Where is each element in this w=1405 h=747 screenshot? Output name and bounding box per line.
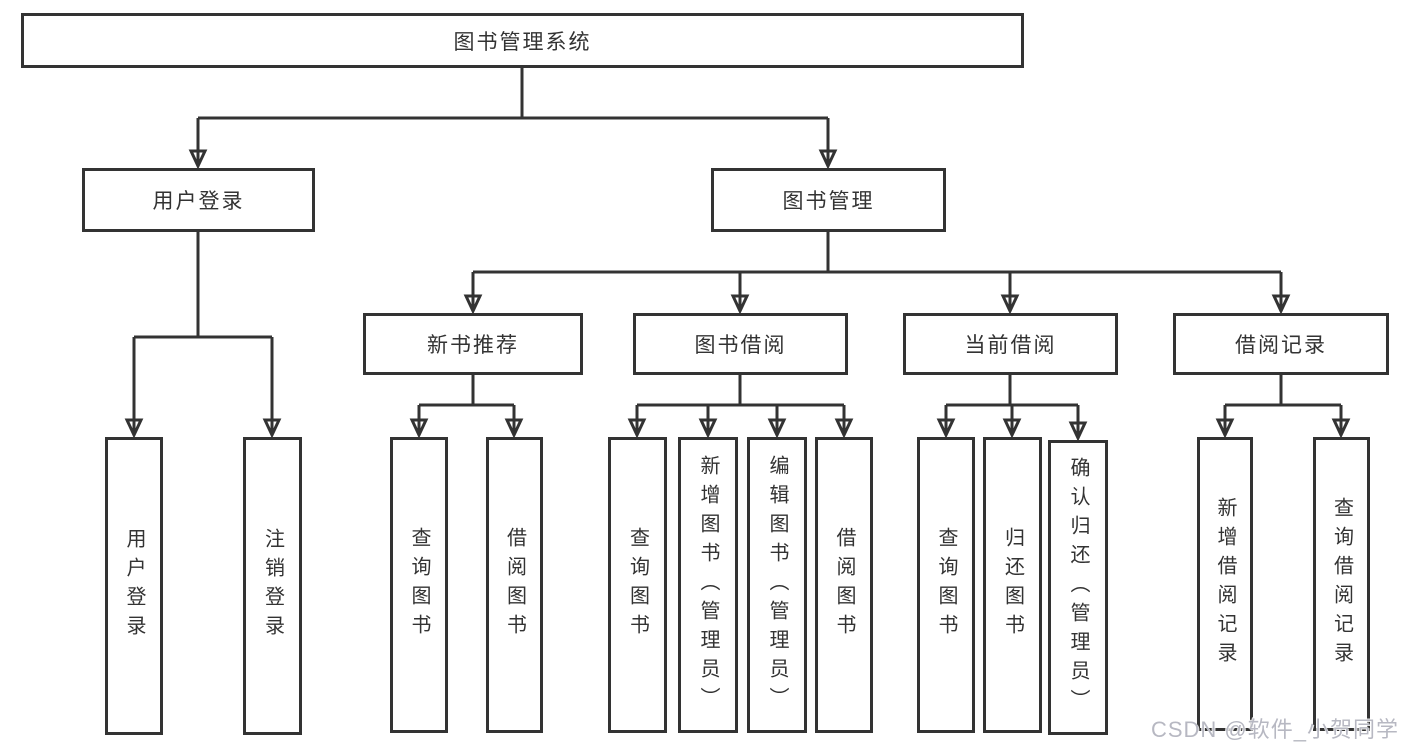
node-current-borrowing: 当前借阅 (903, 313, 1118, 375)
node-label: 用户登录 (152, 190, 245, 213)
leaf-add-books-admin: 新增图书（管理员） (678, 437, 738, 733)
node-label: 借阅图书 (503, 527, 526, 643)
leaf-edit-books-admin: 编辑图书（管理员） (747, 437, 807, 733)
leaf-query-books-recommend: 查询图书 (390, 437, 448, 733)
node-label: 编辑图书（管理员） (766, 454, 788, 716)
node-label: 图书管理系统 (453, 30, 592, 54)
leaf-borrow-books-borrowing: 借阅图书 (815, 437, 873, 733)
node-root: 图书管理系统 (21, 13, 1024, 68)
leaf-query-books-current: 查询图书 (917, 437, 975, 733)
leaf-add-borrow-record: 新增借阅记录 (1197, 437, 1253, 731)
leaf-query-borrow-record: 查询借阅记录 (1313, 437, 1370, 731)
node-label: 查询借阅记录 (1330, 497, 1353, 671)
node-label: 新增图书（管理员） (697, 454, 719, 716)
node-new-book-recommend: 新书推荐 (363, 313, 583, 375)
node-label: 查询图书 (626, 527, 649, 643)
node-book-borrowing: 图书借阅 (633, 313, 848, 375)
node-label: 新增借阅记录 (1214, 497, 1236, 671)
node-label: 确认归还（管理员） (1067, 457, 1089, 718)
leaf-user-login: 用户登录 (105, 437, 163, 735)
leaf-logout: 注销登录 (243, 437, 302, 735)
node-label: 借阅图书 (833, 527, 855, 643)
watermark: CSDN @软件_小贺同学 (1150, 717, 1399, 742)
node-borrowing-records: 借阅记录 (1173, 313, 1389, 375)
node-label: 图书借阅 (694, 334, 787, 357)
node-label: 查询图书 (935, 527, 957, 643)
node-book-management-branch: 图书管理 (711, 168, 946, 232)
node-label: 查询图书 (408, 527, 430, 643)
node-label: 注销登录 (261, 528, 284, 644)
leaf-query-books-borrowing: 查询图书 (608, 437, 667, 733)
node-label: 图书管理 (782, 190, 875, 213)
leaf-confirm-return-admin: 确认归还（管理员） (1048, 440, 1108, 735)
node-label: 当前借阅 (964, 334, 1057, 357)
leaf-borrow-books-recommend: 借阅图书 (486, 437, 543, 733)
node-label: 用户登录 (123, 528, 145, 644)
node-user-login-branch: 用户登录 (82, 168, 315, 232)
node-label: 归还图书 (1001, 527, 1024, 643)
node-label: 新书推荐 (427, 334, 519, 357)
leaf-return-books: 归还图书 (983, 437, 1042, 733)
node-label: 借阅记录 (1235, 334, 1327, 357)
